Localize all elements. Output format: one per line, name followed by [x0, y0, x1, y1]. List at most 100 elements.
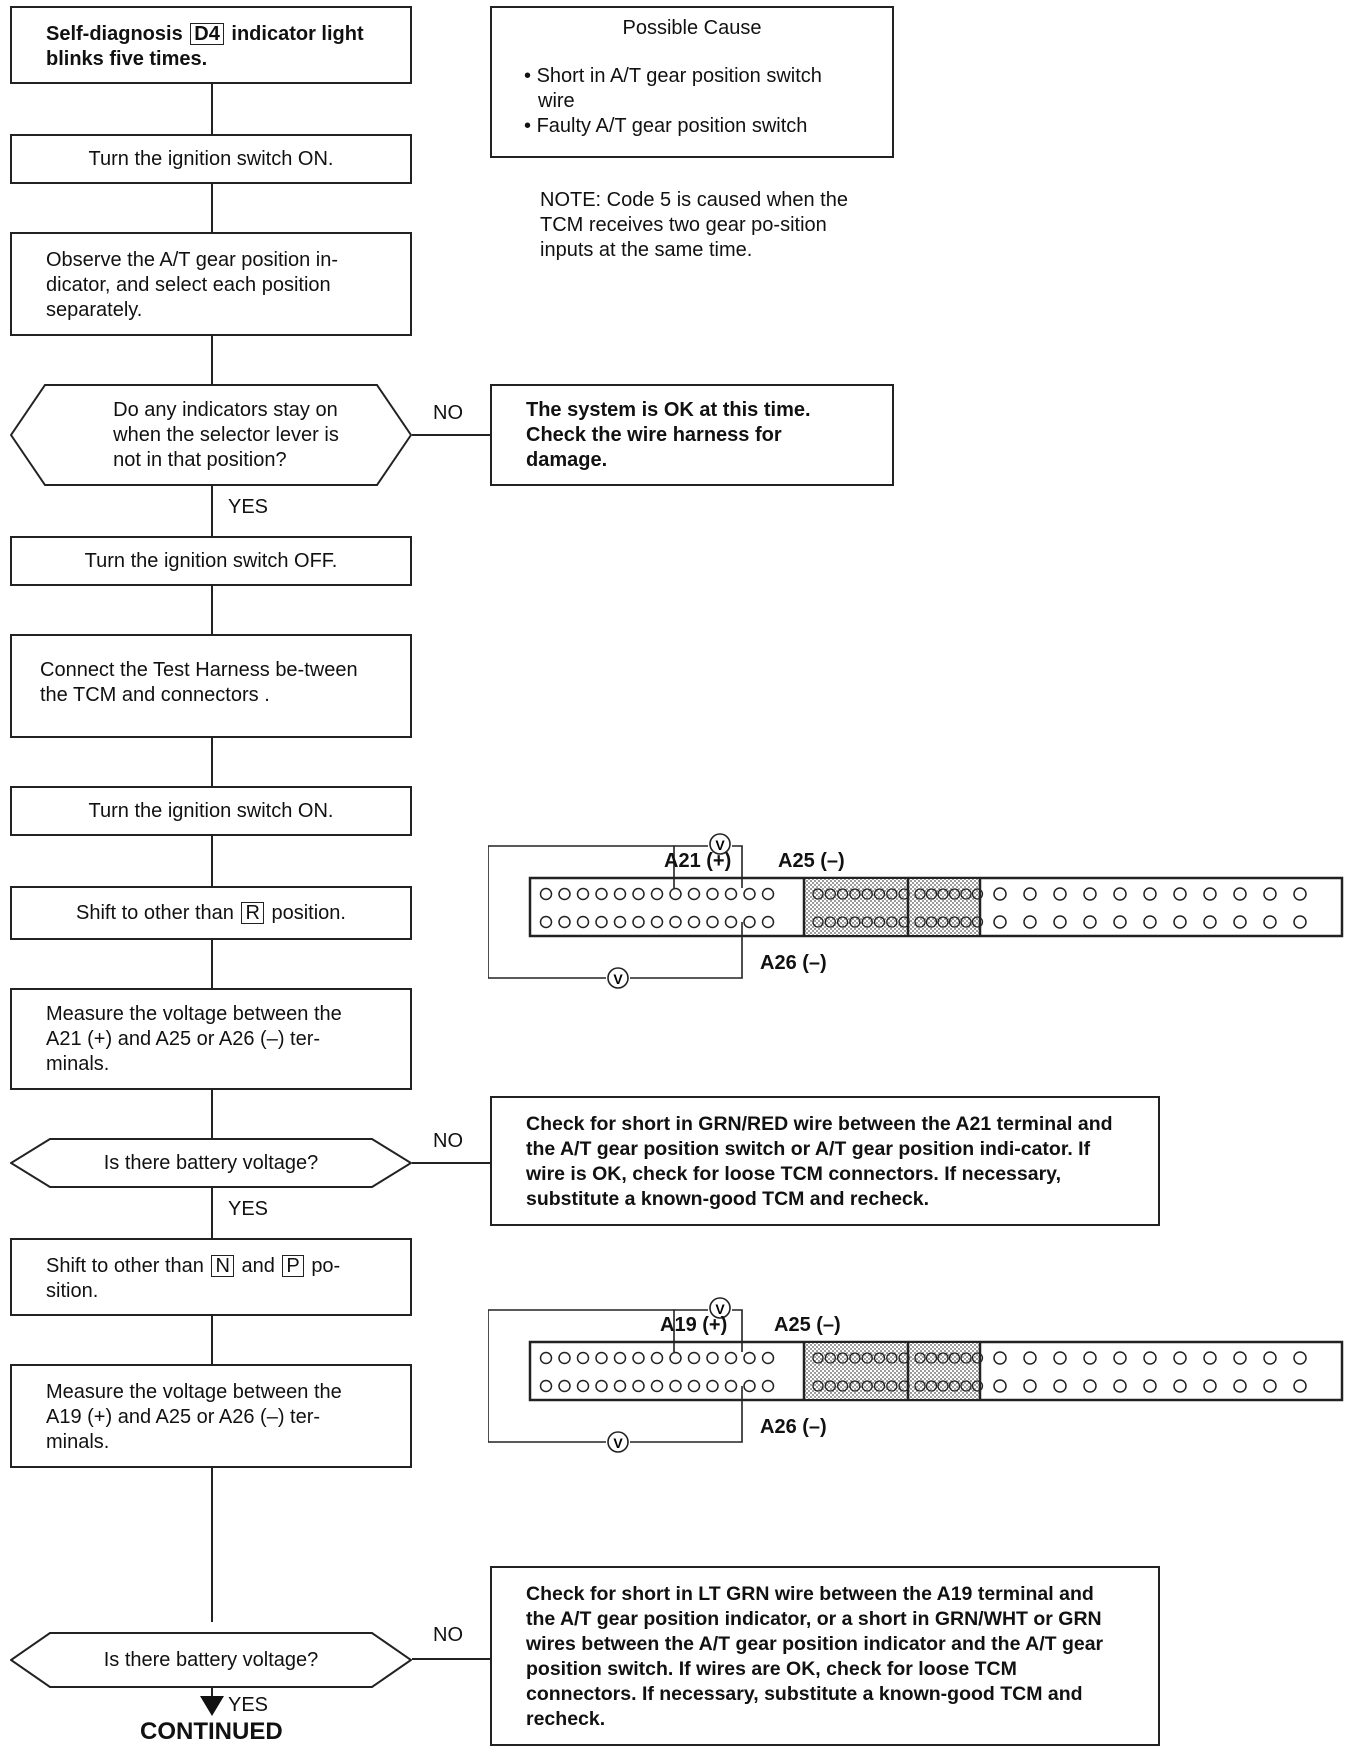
- connector-pin: [1233, 1351, 1247, 1365]
- decision-battery-voltage-1: Is there battery voltage?: [10, 1138, 412, 1188]
- step-text: indicator light blinks five times.: [46, 23, 364, 70]
- connector-pin: [595, 915, 608, 929]
- note-text: NOTE: Code 5 is caused when the TCM rece…: [540, 189, 848, 261]
- connector-pin: [743, 887, 756, 901]
- voltmeter-symbol: V: [715, 1301, 725, 1317]
- no-branch-line: [412, 1162, 490, 1164]
- flow-line: [211, 1088, 213, 1138]
- connector-pin: [1293, 915, 1307, 929]
- connector-pin: [1203, 1351, 1217, 1365]
- connector-pin: [925, 1380, 938, 1392]
- connector-pin: [1053, 1351, 1067, 1365]
- flow-line: [211, 484, 213, 536]
- connector-pin: [1293, 887, 1307, 901]
- connector-pin: [937, 1380, 949, 1392]
- connector-pin: [836, 916, 849, 928]
- connector-pin: [669, 1351, 682, 1365]
- flow-line: [211, 584, 213, 634]
- connector-pin: [687, 1351, 701, 1365]
- connector-pin: [1023, 915, 1037, 929]
- connector-pin: [558, 915, 571, 929]
- connector-pin: [1263, 1351, 1277, 1365]
- connector-pin: [914, 888, 926, 900]
- connector-pin: [558, 887, 571, 901]
- connector-pin: [971, 1352, 984, 1364]
- step-text: Turn the ignition switch ON.: [88, 147, 334, 170]
- check-lt-grn-wire-box: Check for short in LT GRN wire between t…: [490, 1566, 1160, 1746]
- connector-pin: [861, 916, 873, 928]
- connector-pin: [1293, 1379, 1307, 1393]
- probe-wire: [732, 845, 743, 888]
- connector-pin: [1203, 1379, 1217, 1393]
- connector-pin: [1173, 1351, 1187, 1365]
- connector-pin: [743, 1351, 756, 1365]
- step-measure-a19: Measure the voltage between the A19 (+) …: [10, 1364, 412, 1468]
- connector-pin: [558, 1351, 571, 1365]
- flow-line: [211, 834, 213, 886]
- connector-pin: [993, 1351, 1007, 1365]
- connector-pin: [743, 1379, 756, 1393]
- step-measure-a21: Measure the voltage between the A21 (+) …: [10, 988, 412, 1090]
- connector-pin: [861, 888, 873, 900]
- no-label: NO: [433, 402, 463, 424]
- connector-pin: [925, 888, 938, 900]
- connector-pin: [886, 888, 898, 900]
- connector-pin: [706, 1351, 719, 1365]
- step-text: Observe the A/T gear position in-dicator…: [46, 249, 339, 321]
- connector-pin: [898, 888, 910, 900]
- connector-pin: [914, 1352, 926, 1364]
- step-self-diagnosis: Self-diagnosis D4 indicator light blinks…: [10, 6, 412, 84]
- connector-pin: [886, 1380, 898, 1392]
- system-ok-box: The system is OK at this time. Check the…: [490, 384, 894, 486]
- connector-pin: [948, 916, 961, 928]
- decision-battery-voltage-2: Is there battery voltage?: [10, 1632, 412, 1688]
- connector-pin: [1113, 1379, 1127, 1393]
- connector-pin: [706, 887, 719, 901]
- step-shift-not-n-p: Shift to other than N and P po-sition.: [10, 1238, 412, 1316]
- connector-pin: [824, 888, 836, 900]
- connector-pin: [1263, 1379, 1277, 1393]
- connector-pin: [613, 1379, 627, 1393]
- connector-pin: [849, 888, 861, 900]
- connector-pin: [824, 916, 836, 928]
- connector-pin: [1233, 887, 1247, 901]
- decision-text: when the selector lever is: [113, 423, 339, 446]
- terminal-minus-label: A25 (–): [778, 850, 845, 872]
- connector-pin: [914, 1380, 926, 1392]
- connector-pin: [898, 1352, 910, 1364]
- connector-pin: [948, 1380, 961, 1392]
- connector-pin: [849, 1352, 861, 1364]
- terminal-minus-label: A25 (–): [774, 1314, 841, 1336]
- connector-pin: [539, 915, 553, 929]
- decision-text: not in that position?: [113, 448, 287, 471]
- step-text: po-sition.: [46, 1255, 341, 1302]
- voltmeter-icon: [709, 1297, 731, 1319]
- step-text: Measure the voltage between the A19 (+) …: [46, 1381, 342, 1453]
- step-ignition-off: Turn the ignition switch OFF.: [10, 536, 412, 586]
- connector-pin: [650, 1379, 664, 1393]
- connector-pin: [960, 916, 972, 928]
- step-text: position.: [271, 901, 346, 924]
- connector-pin: [650, 1351, 664, 1365]
- possible-cause-title: Possible Cause: [622, 17, 762, 39]
- connector-pin: [1173, 915, 1187, 929]
- connector-pin: [1143, 915, 1157, 929]
- step-text: and: [241, 1255, 275, 1277]
- connector-pin: [1023, 1379, 1037, 1393]
- connector-pin: [971, 1380, 984, 1392]
- connector-pin: [812, 916, 824, 928]
- connector-pin: [706, 1379, 719, 1393]
- decision-text: Is there battery voltage?: [103, 1648, 319, 1671]
- no-label: NO: [433, 1130, 463, 1152]
- connector-pin: [632, 1379, 645, 1393]
- connector-pin: [1263, 915, 1277, 929]
- connector-pin: [1023, 1351, 1037, 1365]
- check-grn-red-wire-box: Check for short in GRN/RED wire between …: [490, 1096, 1160, 1226]
- possible-cause-box: Possible Cause • Short in A/T gear posit…: [490, 6, 894, 158]
- connector-pin: [849, 916, 861, 928]
- voltmeter-symbol: V: [613, 1435, 623, 1451]
- connector-pin: [1143, 1351, 1157, 1365]
- connector-pin: [812, 888, 824, 900]
- connector-pin: [724, 1351, 738, 1365]
